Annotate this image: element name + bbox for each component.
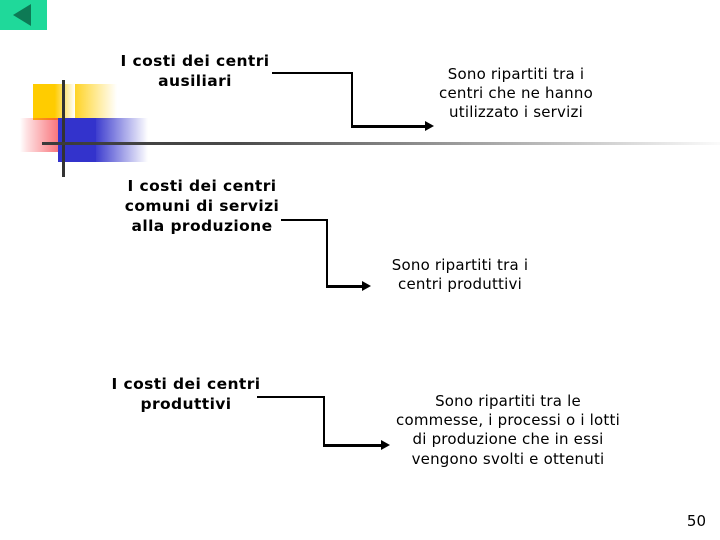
arrowhead-right-icon [381,440,390,450]
decor-horizontal-rule [42,142,720,145]
connector-segment-top [272,72,353,74]
connector-segment-bottom [351,125,427,128]
connector-segment-bottom [326,285,364,288]
triangle-left-icon [13,4,31,26]
decor-square-blue-fade [96,118,148,162]
decorative-motif [18,80,720,177]
connector-segment-top [257,396,325,398]
connector-arrow-auxiliary [272,70,442,136]
page-number: 50 [686,512,706,530]
connector-segment-vertical [351,72,353,127]
connector-segment-bottom [323,444,383,447]
connector-arrow-productive [257,394,402,456]
arrowhead-right-icon [425,121,434,131]
cost-center-label-productive: I costi dei centri produttivi [111,375,261,413]
decor-square-yellow [33,84,75,120]
allocation-note-auxiliary: Sono ripartiti tra i centri che ne hanno… [439,65,593,122]
connector-segment-vertical [323,396,325,446]
connector-segment-vertical [326,219,328,287]
decor-square-yellow-fade [75,84,117,120]
allocation-note-common-services: Sono ripartiti tra i centri produttivi [391,256,529,294]
cost-center-label-auxiliary: I costi dei centri ausiliari [120,52,270,90]
back-button[interactable] [0,0,47,30]
connector-arrow-common-services [281,217,386,297]
decor-vertical-rule [62,80,65,177]
cost-center-label-common-services: I costi dei centri comuni di servizi all… [124,177,280,235]
allocation-note-productive: Sono ripartiti tra le commesse, i proces… [396,392,620,468]
arrowhead-right-icon [362,281,371,291]
connector-segment-top [281,219,328,221]
